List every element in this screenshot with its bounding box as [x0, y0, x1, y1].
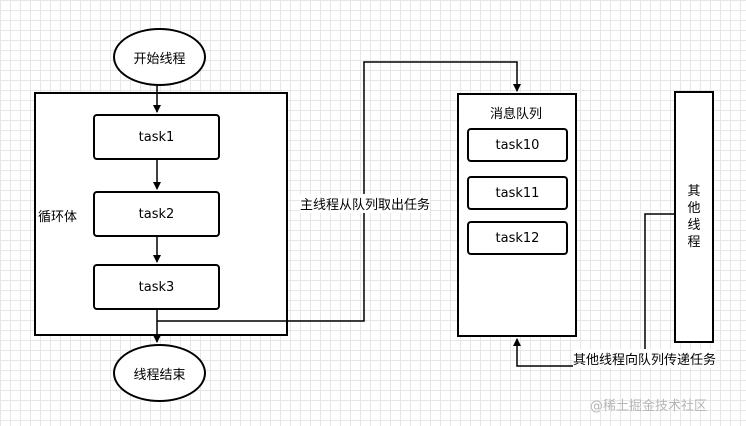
task3-label: task3	[138, 279, 175, 295]
message-queue-title: 消息队列	[490, 107, 543, 122]
task12-label: task12	[495, 230, 540, 246]
task2-node: task2	[93, 191, 220, 237]
task1-label: task1	[138, 129, 175, 145]
arrow-other-send-to-queue	[513, 213, 674, 367]
loop-body-label: 循环体	[38, 210, 78, 225]
task2-label: task2	[138, 206, 175, 222]
task1-node: task1	[93, 114, 220, 160]
task10-node: task10	[467, 128, 568, 162]
end-thread-label: 线程结束	[133, 367, 186, 383]
arrow-main-take-from-queue	[157, 61, 521, 322]
task3-node: task3	[93, 264, 220, 310]
task10-label: task10	[495, 137, 540, 153]
other-thread-label: 其他线程	[687, 184, 701, 250]
other-send-edge-label: 其他线程向队列传递任务	[573, 349, 717, 368]
start-thread-node: 开始线程	[113, 28, 206, 86]
task11-node: task11	[467, 176, 568, 210]
other-thread-node	[674, 91, 714, 343]
main-take-edge-label: 主线程从队列取出任务	[300, 194, 431, 213]
task11-label: task11	[495, 185, 540, 201]
task12-node: task12	[467, 221, 568, 255]
start-thread-label: 开始线程	[133, 51, 186, 67]
watermark: @稀土掘金技术社区	[590, 399, 708, 414]
end-thread-node: 线程结束	[113, 344, 206, 402]
